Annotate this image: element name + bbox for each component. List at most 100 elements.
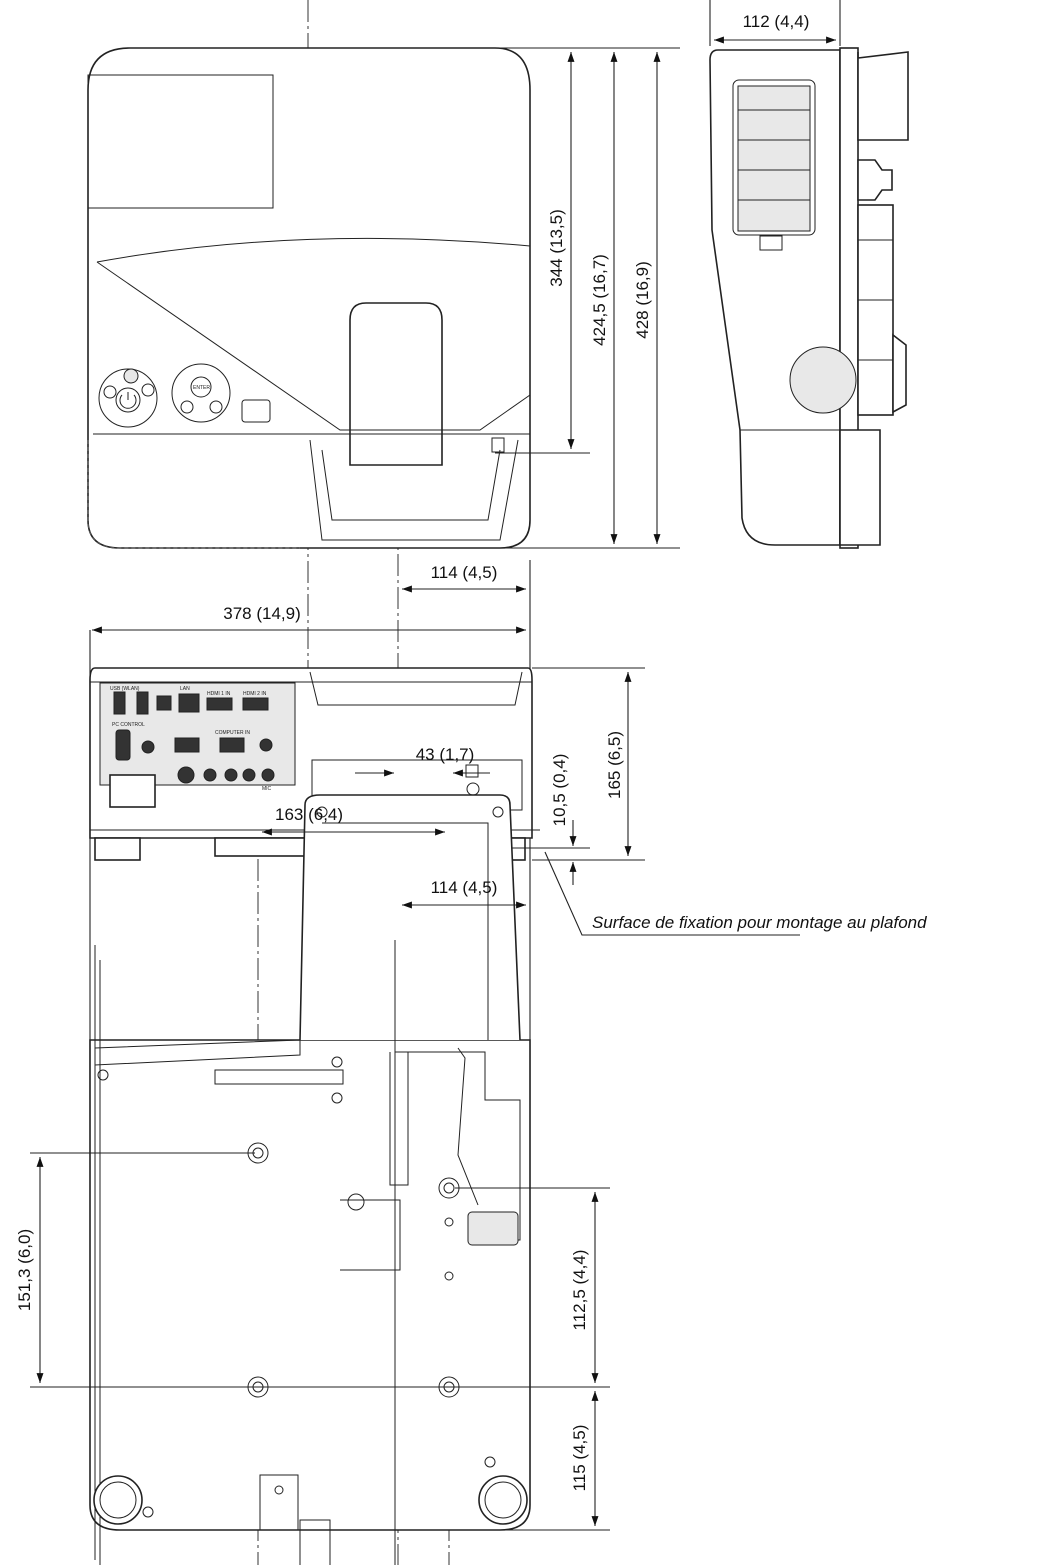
dim-label-105: 10,5 (0,4) [550,754,569,827]
auto-adjust-button-icon [141,383,155,397]
bottom-inner-recess [94,940,396,1565]
dim-label-428: 428 (16,9) [633,261,652,339]
usb-port-icon [136,691,149,715]
bottom-label-plate [214,1069,344,1085]
bottom-hole-c [97,1069,109,1081]
top-view-lens-mouth [349,429,443,466]
dim-label-378: 378 (14,9) [223,604,301,623]
exit-button-icon [209,400,223,414]
rear-lens-hood [309,671,523,706]
bottom-latch-edge [457,1047,479,1206]
bottom-hole-a [331,1056,343,1068]
mic-label: MIC [262,786,272,792]
top-view-lid [87,74,274,209]
bottom-view-outline [89,1039,531,1531]
side-latch-icon [759,235,783,251]
top-view-outline [87,47,531,549]
audio-l-port-icon [224,768,238,782]
bottom-view [89,764,531,1565]
foot-right-inner [484,1481,522,1519]
mic-port-icon [261,768,275,782]
monitor-out-port-icon [174,737,200,753]
bottom-gear-rack [389,1051,409,1186]
dim-label-165: 165 (6,5) [605,731,624,799]
ceiling-surface-note: Surface de fixation pour montage au plaf… [592,913,927,932]
side-rear-block [857,204,894,416]
hdmi2-port-icon [242,697,269,711]
dim-label-112: 112 (4,4) [743,12,810,31]
dim-label-114-mid: 114 (4,5) [431,878,498,897]
video-in-port-icon [203,768,217,782]
hdmi2-label: HDMI 2 IN [243,691,267,697]
pc-control-label: PC CONTROL [112,722,145,728]
bottom-hole-b [331,1092,343,1104]
top-view-ir-receiver [241,399,271,423]
dim-label-114-top: 114 (4,5) [431,563,498,582]
power-button-icon [115,387,141,413]
side-bottom-block [839,429,881,546]
bottom-sensor [465,764,479,778]
lan-port-icon [178,693,200,713]
bottom-hole-f [142,1506,154,1518]
eco-button-icon [123,368,139,384]
bottom-gear-icon [347,1193,365,1211]
rear-foot-left [94,837,141,861]
bottom-gear-block [340,1199,401,1271]
lan-label: LAN [180,686,190,692]
computer-in-label: COMPUTER IN [215,730,250,736]
side-vent-frame [732,79,816,236]
side-vent-grille [737,85,811,232]
bottom-handle [467,1211,519,1246]
audio-in-port-icon [259,738,273,752]
dim-label-1513: 151,3 (6,0) [15,1229,34,1311]
top-view-sensor [491,437,505,453]
computer-in-port-icon [219,737,245,753]
dim-label-344: 344 (13,5) [547,209,566,287]
foot-left-inner [99,1481,137,1519]
speaker-grille-icon [789,346,857,414]
ceiling-surface-leader [544,851,800,936]
top-view-hidden-edge [87,440,300,549]
dim-label-115: 115 (4,5) [570,1425,589,1492]
audio-out-port-icon [141,740,155,754]
menu-button-icon [180,400,194,414]
hdmi1-label: HDMI 1 IN [207,691,231,697]
bottom-clip-hole [274,1485,284,1495]
audio-r-port-icon [242,768,256,782]
enter-button-icon [190,376,212,398]
dim-label-43: 43 (1,7) [416,745,475,764]
side-foot-upper [857,159,893,201]
bottom-cable-clip [259,1474,299,1531]
bottom-hole-e [444,1271,454,1281]
ac-inlet-icon [109,774,156,808]
side-top-block [857,51,909,141]
source-button-icon [103,385,117,399]
hdmi1-port-icon [206,697,233,711]
top-view-lens-window [349,302,443,466]
power-key-cluster [98,368,158,428]
top-view: ENTER [87,47,531,549]
usb-wlan-port-icon [113,691,126,715]
dim-label-1125: 112,5 (4,4) [570,1250,589,1331]
bottom-hole-d [444,1217,454,1227]
side-view: 112 (4,4) [709,0,909,549]
top-view-front-cover [309,439,519,541]
dim-label-4245: 424,5 (16,7) [590,254,609,346]
pc-control-port-icon [115,729,131,761]
bottom-hole-tl [316,806,328,818]
svideo-in-port-icon [177,766,195,784]
bottom-hole-tr [492,806,504,818]
usb-pc-port-icon [156,695,172,711]
top-view-mirror-edge-top [96,237,531,263]
dim-label-163: 163 (6,4) [275,805,343,824]
foot-left-icon [93,1475,143,1525]
side-foot-lower [892,333,907,414]
mount-hole-2-center [443,1182,455,1194]
bottom-lens-hood [299,794,521,1041]
foot-right-icon [478,1475,528,1525]
bottom-lens-hood-inner [322,822,489,1040]
power-symbol-icon [119,392,137,409]
top-view-front-cover-inner [321,449,501,521]
enter-label: ENTER [193,385,210,391]
